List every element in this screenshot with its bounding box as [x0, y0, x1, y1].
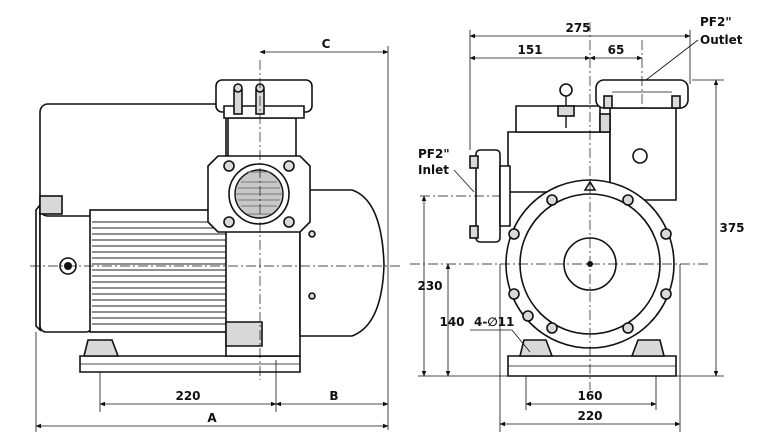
side-inlet-flange [207, 155, 311, 233]
dim-a: A [35, 332, 389, 432]
motor-fins [92, 221, 228, 325]
dim-151: 151 [469, 43, 591, 61]
motor-body [35, 103, 231, 333]
front-view: 275 151 65 PF2" Outlet PF2" Inlet 3 [410, 15, 745, 432]
dim-220-side: 220 [99, 360, 277, 412]
dim-65-label: 65 [608, 43, 625, 57]
dim-275: 275 [469, 21, 691, 150]
dim-140: 140 [439, 263, 465, 377]
dim-375: 375 [676, 79, 745, 377]
dim-220-front-label: 220 [577, 409, 602, 423]
dim-275-label: 275 [565, 21, 590, 35]
outlet-label-line1: PF2" [700, 15, 732, 29]
dim-160-label: 160 [577, 389, 602, 403]
front-housing [507, 83, 677, 201]
side-view: C 220 B A [30, 37, 400, 432]
holes-label: 4-∅11 [470, 315, 531, 353]
dim-160: 160 [525, 376, 657, 410]
dim-220-side-label: 220 [175, 389, 200, 403]
dim-230-label: 230 [417, 279, 442, 293]
dim-a-label: A [207, 411, 217, 425]
dim-220-front: 220 [499, 264, 681, 432]
dim-c-label: C [322, 37, 331, 51]
dim-65: 65 [589, 43, 643, 61]
dim-b-label: B [329, 389, 338, 403]
dim-b: B [275, 389, 389, 407]
dim-151-label: 151 [517, 43, 542, 57]
holes-label-text: 4-∅11 [474, 315, 514, 329]
outlet-label-line2: Outlet [700, 33, 743, 47]
dim-375-label: 375 [719, 221, 744, 235]
dim-c: C [259, 37, 389, 430]
outlet-label: PF2" Outlet [645, 15, 743, 81]
dim-140-label: 140 [439, 315, 464, 329]
inlet-label: PF2" Inlet [418, 147, 475, 193]
inlet-label-line2: Inlet [418, 163, 449, 177]
inlet-label-line1: PF2" [418, 147, 450, 161]
dim-230: 230 [417, 195, 508, 377]
